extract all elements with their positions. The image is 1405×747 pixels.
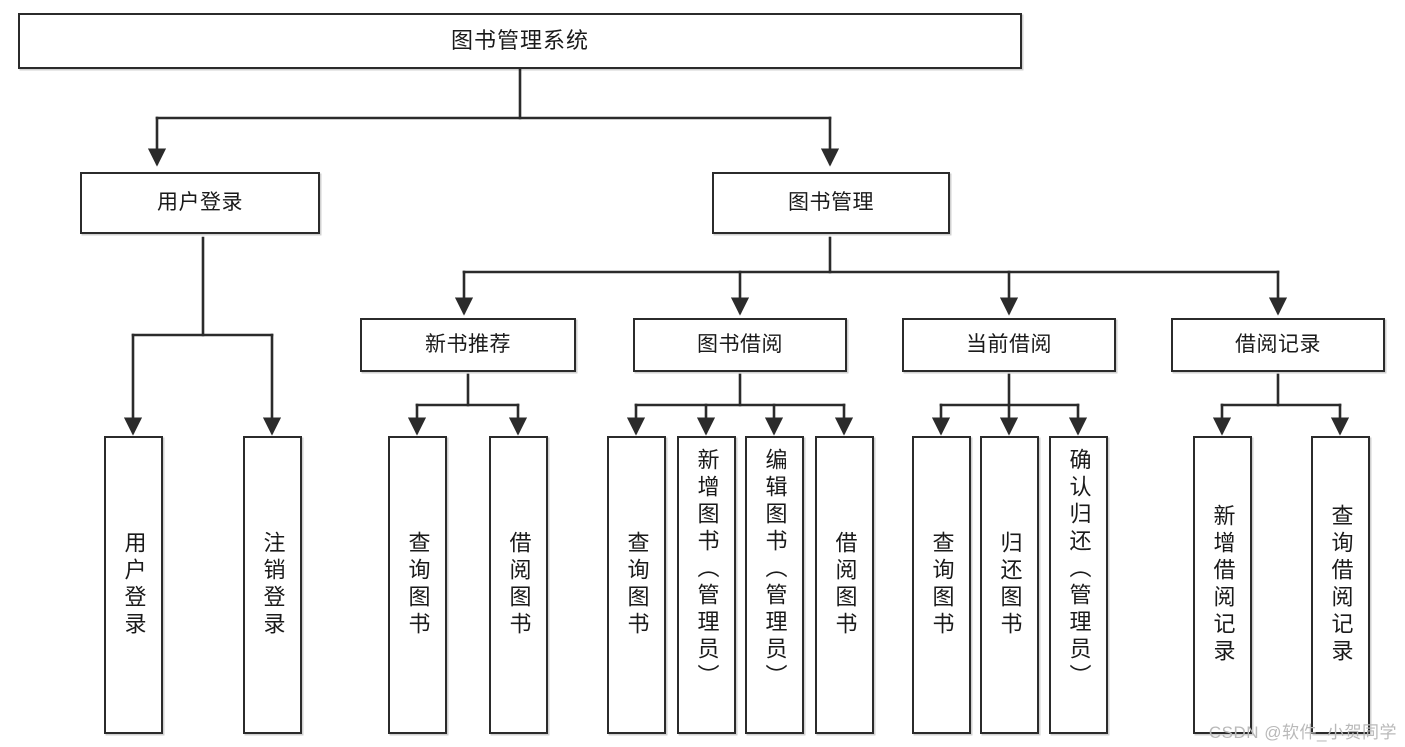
node-current-borrow[interactable]: 当前借阅: [902, 318, 1116, 372]
node-label: 编辑图书（管理员）: [762, 448, 788, 691]
node-label: 用户登录: [157, 190, 243, 214]
leaf-current-confirm-return-admin[interactable]: 确认归还（管理员）: [1049, 436, 1108, 734]
node-label: 确认归还（管理员）: [1066, 448, 1092, 691]
node-user-login[interactable]: 用户登录: [80, 172, 320, 234]
leaf-borrow-query-book[interactable]: 查询图书: [607, 436, 666, 734]
leaf-user-logout[interactable]: 注销登录: [243, 436, 302, 734]
node-label: 当前借阅: [966, 332, 1052, 356]
leaf-current-query-book[interactable]: 查询图书: [912, 436, 971, 734]
leaf-recommend-query-book[interactable]: 查询图书: [388, 436, 447, 734]
node-label: 归还图书: [997, 531, 1023, 639]
node-label: 新书推荐: [425, 332, 511, 356]
node-label: 查询图书: [929, 531, 955, 639]
node-label: 新增图书（管理员）: [694, 448, 720, 691]
node-label: 用户登录: [121, 531, 147, 639]
node-book-borrow[interactable]: 图书借阅: [633, 318, 847, 372]
leaf-user-login[interactable]: 用户登录: [104, 436, 163, 734]
node-label: 借阅记录: [1235, 332, 1321, 356]
leaf-current-return-book[interactable]: 归还图书: [980, 436, 1039, 734]
csdn-watermark: CSDN @软件_小贺同学: [1208, 723, 1397, 742]
node-label: 查询图书: [405, 531, 431, 639]
node-borrow-record[interactable]: 借阅记录: [1171, 318, 1385, 372]
node-label: 借阅图书: [506, 531, 532, 639]
node-label: 查询图书: [624, 531, 650, 639]
node-label: 图书管理系统: [450, 28, 589, 54]
node-label: 借阅图书: [832, 531, 858, 639]
leaf-borrow-add-book-admin[interactable]: 新增图书（管理员）: [677, 436, 736, 734]
node-label: 图书管理: [788, 190, 874, 214]
leaf-recommend-borrow-book[interactable]: 借阅图书: [489, 436, 548, 734]
leaf-borrow-edit-book-admin[interactable]: 编辑图书（管理员）: [745, 436, 804, 734]
node-label: 注销登录: [260, 531, 286, 639]
node-book-management[interactable]: 图书管理: [712, 172, 950, 234]
leaf-borrow-borrow-book[interactable]: 借阅图书: [815, 436, 874, 734]
node-label: 图书借阅: [697, 332, 783, 356]
node-root-system[interactable]: 图书管理系统: [18, 13, 1022, 69]
node-label: 新增借阅记录: [1210, 504, 1236, 666]
node-label: 查询借阅记录: [1328, 504, 1354, 666]
leaf-record-query-borrow-record[interactable]: 查询借阅记录: [1311, 436, 1370, 734]
node-new-book-recommend[interactable]: 新书推荐: [360, 318, 576, 372]
leaf-record-add-borrow-record[interactable]: 新增借阅记录: [1193, 436, 1252, 734]
